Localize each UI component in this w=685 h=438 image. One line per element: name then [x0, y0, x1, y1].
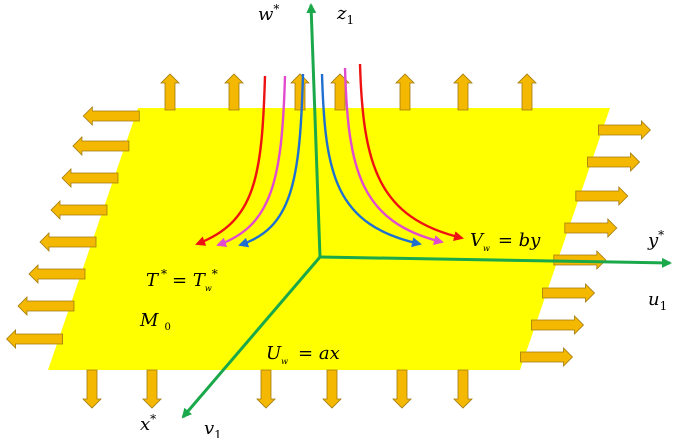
- block-arrow-left-6: [17, 296, 75, 316]
- streamline-blue-right: [320, 73, 422, 248]
- block-arrow-left-5: [28, 264, 86, 284]
- stretching-sheet: [48, 108, 610, 370]
- block-arrow-right-1: [587, 152, 641, 172]
- streamline-pink-right: [343, 67, 444, 245]
- label-u1: u1: [648, 289, 667, 313]
- block-arrow-left-4: [39, 232, 97, 252]
- streamline-pink-left: [216, 75, 287, 248]
- block-arrow-top-4: [395, 73, 415, 111]
- block-arrow-top-1: [224, 73, 244, 111]
- block-arrow-right-2: [575, 186, 629, 206]
- label-tw: T*= Tw*: [146, 267, 218, 293]
- streamline-red-right: [358, 63, 464, 242]
- block-arrow-top-0: [160, 73, 180, 111]
- block-arrow-right-0: [598, 120, 651, 140]
- label-v1: v1: [204, 418, 222, 438]
- block-arrow-top-5: [453, 73, 473, 111]
- block-arrow-left-1: [72, 136, 130, 156]
- label-z1: z1: [336, 3, 354, 27]
- stretching-arrows: [6, 73, 651, 409]
- block-arrow-bottom-5: [453, 369, 473, 409]
- label-w-star: w*: [258, 2, 279, 25]
- block-arrow-left-7: [6, 329, 63, 349]
- label-vw-by: Vw= by: [470, 230, 541, 253]
- block-arrow-top-6: [517, 73, 537, 111]
- block-arrow-top-2: [290, 73, 310, 111]
- block-arrow-right-5: [542, 283, 596, 303]
- label-y-star: y*: [647, 228, 664, 251]
- coordinate-axes: [181, 3, 672, 419]
- streamline-blue-left: [238, 73, 305, 248]
- axis-x-star: [181, 256, 322, 419]
- block-arrow-bottom-3: [322, 369, 342, 409]
- streamline-red-left: [195, 75, 267, 246]
- streamlines: [195, 63, 464, 248]
- block-arrow-right-6: [531, 315, 585, 335]
- block-arrow-bottom-2: [256, 369, 276, 409]
- block-arrow-bottom-4: [392, 369, 412, 409]
- axis-z1: [306, 3, 322, 258]
- axis-y-star: [319, 255, 672, 268]
- block-arrow-right-7: [520, 347, 574, 367]
- block-arrow-left-0: [82, 106, 140, 126]
- label-uw-ax: Uw= ax: [266, 343, 340, 366]
- block-arrow-bottom-0: [82, 369, 102, 409]
- block-arrow-left-3: [50, 200, 108, 220]
- block-arrow-left-2: [61, 168, 119, 188]
- block-arrow-bottom-1: [142, 369, 162, 409]
- block-arrow-right-3: [564, 218, 618, 238]
- label-x-star: x*: [140, 412, 156, 435]
